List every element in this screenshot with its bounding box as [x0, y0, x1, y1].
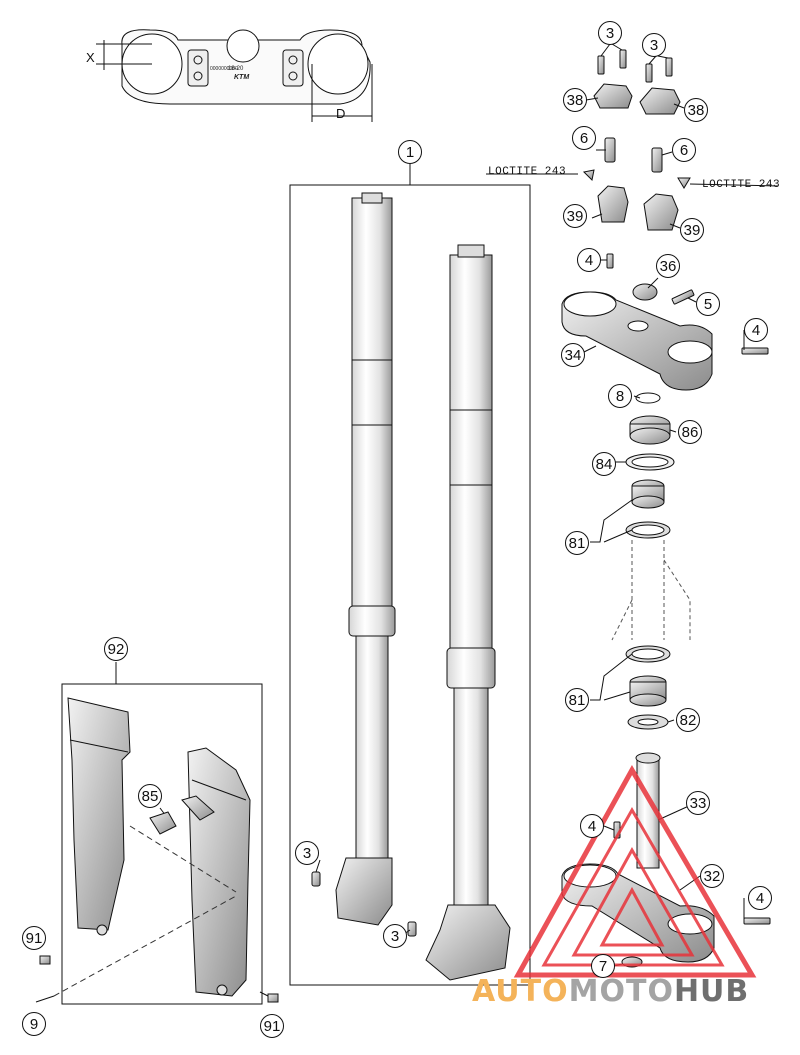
callout-38: 38 — [563, 88, 587, 112]
fork-guard-frame — [61, 683, 263, 1005]
watermark-part-moto: MOTO — [568, 974, 674, 1009]
callout-4: 4 — [748, 886, 772, 910]
fork-assembly-frame — [289, 184, 531, 986]
callout-91: 91 — [260, 1014, 284, 1038]
callout-91: 91 — [22, 926, 46, 950]
callout-38: 38 — [684, 98, 708, 122]
callout-6: 6 — [572, 126, 596, 150]
callout-81: 81 — [565, 531, 589, 555]
callout-3: 3 — [642, 33, 666, 57]
head-tube-outline — [611, 540, 691, 641]
dim-x-label: X — [86, 50, 95, 65]
screws-fork — [311, 871, 417, 937]
leader-lines — [115, 43, 779, 967]
watermark-text: AUTOMOTOHUB — [472, 974, 749, 1009]
clamp-dimension-drawing — [96, 29, 373, 122]
callout-33: 33 — [686, 791, 710, 815]
fork-guard-dashes — [53, 825, 237, 997]
fork-leg-right — [425, 244, 511, 981]
callout-84: 84 — [592, 452, 616, 476]
steering-bearings — [625, 392, 675, 730]
callout-7: 7 — [591, 954, 615, 978]
callout-1: 1 — [398, 140, 422, 164]
fork-guards — [35, 697, 279, 1003]
callout-3: 3 — [383, 924, 407, 948]
lower-triple-clamp — [561, 752, 771, 968]
watermark-part-auto: AUTO — [472, 974, 569, 1009]
upper-triple-clamp — [561, 291, 713, 391]
callout-86: 86 — [678, 420, 702, 444]
fork-leg-left — [335, 192, 396, 926]
callout-4: 4 — [577, 248, 601, 272]
callout-92: 92 — [104, 637, 128, 661]
callout-34: 34 — [561, 343, 585, 367]
callout-36: 36 — [656, 254, 680, 278]
callout-32: 32 — [700, 864, 724, 888]
callout-5: 5 — [696, 292, 720, 316]
clamp-logo: KTM — [234, 74, 250, 81]
callout-39: 39 — [680, 218, 704, 242]
callout-4: 4 — [744, 318, 768, 342]
dim-d-label: D — [336, 106, 346, 121]
callout-3: 3 — [295, 841, 319, 865]
callout-3: 3 — [598, 21, 622, 45]
clamp-stamp-right: 18-20 — [228, 66, 244, 72]
watermark-part-hub: HUB — [673, 974, 750, 1009]
callout-85: 85 — [138, 784, 162, 808]
callout-8: 8 — [608, 384, 632, 408]
watermark-triangle — [513, 764, 757, 978]
callout-81: 81 — [565, 688, 589, 712]
callout-9: 9 — [22, 1012, 46, 1036]
callout-6: 6 — [672, 138, 696, 162]
loctite-label-left: LOCTITE 243 — [488, 166, 567, 178]
callout-82: 82 — [676, 708, 700, 732]
callout-4: 4 — [580, 814, 604, 838]
loctite-label-right: LOCTITE 243 — [702, 179, 781, 191]
callout-39: 39 — [563, 204, 587, 228]
handlebar-clamp-parts — [582, 49, 769, 355]
clamp-stamp-left: 0000000000 — [210, 66, 238, 72]
